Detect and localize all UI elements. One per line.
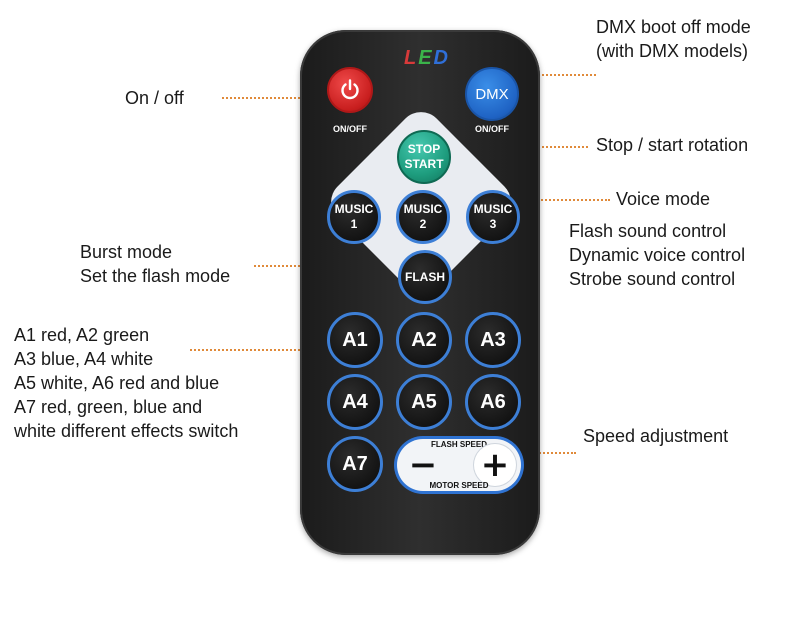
a4-button[interactable]: A4 (327, 374, 383, 430)
music-3-button[interactable]: MUSIC 3 (466, 190, 520, 244)
speed-minus-button[interactable]: − (408, 445, 438, 485)
speed-control: FLASH SPEED − + MOTOR SPEED (394, 436, 524, 494)
power-icon (341, 79, 359, 100)
annotation-on-off: On / off (125, 88, 184, 108)
leader-line-voice (526, 199, 610, 201)
music-1-button[interactable]: MUSIC 1 (327, 190, 381, 244)
led-logo: LED (403, 47, 450, 69)
a2-button[interactable]: A2 (396, 312, 452, 368)
leader-line-on-off (222, 97, 320, 99)
annotation-voice-mode: Voice mode (616, 189, 711, 209)
annotation-burst: Burst mode Set the flash mode (80, 242, 231, 286)
dmx-button[interactable]: DMX (465, 67, 519, 121)
a3-button[interactable]: A3 (465, 312, 521, 368)
flash-button[interactable]: FLASH (398, 250, 452, 304)
annotation-dmx-boot: DMX boot off mode (with DMX models) (596, 17, 751, 61)
flash-speed-label: FLASH SPEED (430, 440, 487, 449)
leader-line-dmx (538, 74, 596, 76)
annotation-a-buttons: A1 red, A2 green A3 blue, A4 white A5 wh… (14, 325, 239, 441)
annotation-stop-start: Stop / start rotation (596, 135, 749, 155)
music-2-button[interactable]: MUSIC 2 (396, 190, 450, 244)
a6-button[interactable]: A6 (465, 374, 521, 430)
leader-line-burst (254, 265, 332, 267)
leader-line-speed (528, 452, 576, 454)
a7-button[interactable]: A7 (327, 436, 383, 492)
a1-button[interactable]: A1 (327, 312, 383, 368)
speed-plus-button[interactable]: + (474, 444, 516, 486)
dmx-caption: ON/OFF (475, 124, 509, 134)
motor-speed-label: MOTOR SPEED (429, 481, 489, 490)
annotation-voice-details: Flash sound control Dynamic voice contro… (569, 221, 746, 289)
leader-line-a-buttons (190, 349, 328, 351)
dmx-label: DMX (475, 85, 509, 103)
a5-button[interactable]: A5 (396, 374, 452, 430)
power-caption: ON/OFF (333, 124, 367, 134)
annotation-speed: Speed adjustment (583, 426, 729, 446)
stop-start-button[interactable]: STOP START (397, 130, 451, 184)
power-button[interactable] (327, 67, 373, 113)
